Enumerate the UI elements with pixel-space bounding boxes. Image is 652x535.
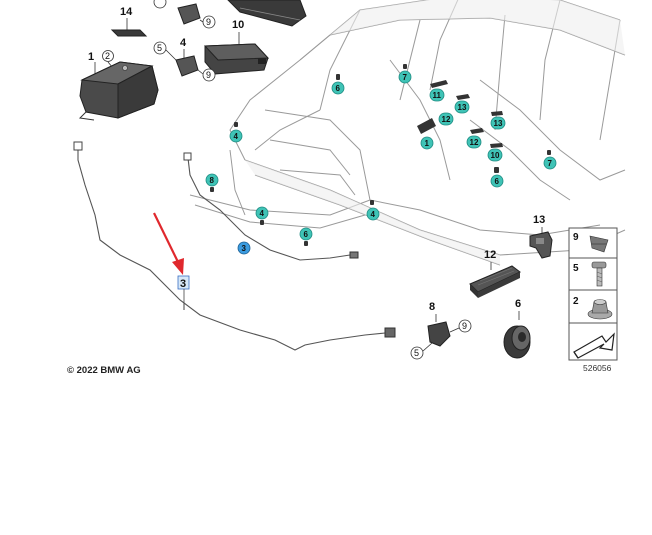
part-13-bracket: 13 bbox=[529, 214, 553, 259]
part-bracket-4: 4 5 9 bbox=[153, 37, 216, 82]
copyright-text: © 2022 BMW AG bbox=[67, 365, 141, 376]
part-label-9c: 9 bbox=[462, 321, 467, 331]
svg-text:4: 4 bbox=[260, 209, 265, 218]
svg-text:1: 1 bbox=[425, 139, 430, 148]
marker-6c: 6 bbox=[299, 227, 313, 241]
svg-text:5: 5 bbox=[573, 263, 579, 274]
part-label-12: 12 bbox=[484, 249, 496, 261]
marker-10: 10 bbox=[487, 148, 503, 162]
part-label-10: 10 bbox=[232, 19, 244, 31]
part-label-14: 14 bbox=[120, 6, 133, 18]
svg-text:7: 7 bbox=[548, 159, 553, 168]
part-10-module: 10 bbox=[203, 19, 270, 75]
car-body-fill bbox=[245, 0, 625, 265]
wiring-harness bbox=[77, 148, 386, 351]
svg-text:11: 11 bbox=[433, 91, 442, 100]
marker-12a: 12 bbox=[438, 112, 454, 126]
marker-8: 8 bbox=[205, 173, 219, 187]
svg-text:10: 10 bbox=[491, 151, 500, 160]
marker-12b: 12 bbox=[466, 135, 482, 149]
marker-6b: 6 bbox=[490, 174, 504, 188]
part-strip-top bbox=[227, 0, 307, 27]
legend-row-2: 2 bbox=[573, 296, 613, 320]
diagram-number: 526056 bbox=[583, 363, 612, 373]
svg-text:2: 2 bbox=[573, 296, 579, 307]
svg-text:7: 7 bbox=[403, 73, 408, 82]
part-6-grommet: 6 bbox=[503, 298, 531, 359]
part-label-8: 8 bbox=[429, 301, 435, 313]
svg-text:9: 9 bbox=[573, 232, 579, 243]
svg-text:6: 6 bbox=[336, 84, 341, 93]
legend-arrow-icon bbox=[573, 332, 615, 359]
position-markers: 7 6 11 13 12 13 4 1 bbox=[205, 64, 557, 255]
marker-7b: 7 bbox=[543, 156, 557, 170]
part-label-1: 1 bbox=[88, 51, 94, 63]
marker-4a: 4 bbox=[229, 129, 243, 143]
part-label-9b: 9 bbox=[206, 70, 211, 80]
marker-13b: 13 bbox=[490, 116, 506, 130]
marker-4c: 4 bbox=[366, 207, 380, 221]
part-label-13: 13 bbox=[533, 214, 545, 226]
legend-row-5: 5 bbox=[573, 261, 607, 287]
part-14-pad: 14 bbox=[110, 6, 148, 37]
part-label-9a: 9 bbox=[206, 17, 211, 27]
svg-text:6: 6 bbox=[304, 230, 309, 239]
part-label-6: 6 bbox=[515, 298, 521, 310]
part-label-5b: 5 bbox=[414, 348, 419, 358]
svg-text:8: 8 bbox=[210, 176, 215, 185]
svg-text:12: 12 bbox=[470, 138, 479, 147]
part-label-4: 4 bbox=[180, 37, 187, 49]
svg-text:3: 3 bbox=[180, 278, 186, 290]
svg-text:6: 6 bbox=[495, 177, 500, 186]
cable-connector bbox=[73, 141, 396, 338]
marker-3-blue: 3 bbox=[237, 241, 251, 255]
highlight-arrow bbox=[153, 212, 184, 275]
legend-row-9: 9 bbox=[573, 232, 609, 253]
part-label-5a: 5 bbox=[157, 43, 162, 53]
marker-4b: 4 bbox=[255, 206, 269, 220]
marker-7a: 7 bbox=[398, 70, 412, 84]
marker-11: 11 bbox=[429, 88, 445, 102]
part-1-control-unit: 1 2 bbox=[78, 50, 159, 121]
marker-6a: 6 bbox=[331, 81, 345, 95]
part-12-pad: 12 bbox=[469, 249, 521, 298]
part-label-2: 2 bbox=[105, 51, 110, 61]
part-bracket-upper: 9 bbox=[153, 0, 216, 29]
part-8-sensor: 8 9 5 bbox=[410, 301, 472, 360]
svg-text:13: 13 bbox=[494, 119, 503, 128]
marker-13a: 13 bbox=[454, 100, 470, 114]
legend-table: 9 5 2 bbox=[568, 227, 618, 361]
svg-text:12: 12 bbox=[442, 115, 451, 124]
part-3-highlight-label: 3 bbox=[177, 275, 190, 303]
svg-text:3: 3 bbox=[242, 244, 247, 253]
svg-text:4: 4 bbox=[234, 132, 239, 141]
marker-1: 1 bbox=[420, 136, 434, 150]
svg-text:4: 4 bbox=[371, 210, 376, 219]
svg-text:13: 13 bbox=[458, 103, 467, 112]
